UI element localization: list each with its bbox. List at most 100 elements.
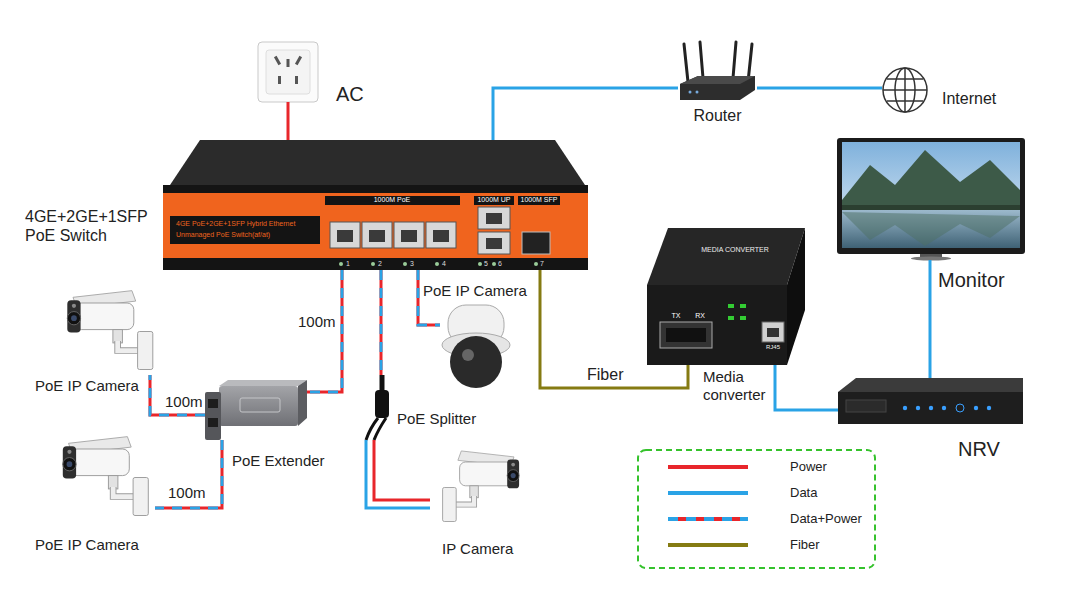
device-label: PoE IP Camera — [423, 282, 527, 300]
bullet-camera-body — [443, 451, 519, 522]
device-label: Internet — [942, 89, 996, 108]
power-socket — [266, 50, 310, 94]
poe-splitter-body — [366, 375, 389, 440]
poe-extender-body — [219, 386, 298, 426]
poe-splitter: PoE Splitter — [362, 375, 395, 440]
poe-splitter-body — [380, 375, 385, 392]
nvr-recorder-body — [916, 406, 920, 410]
connector — [493, 88, 678, 140]
legend-item — [668, 519, 748, 520]
router: Router — [678, 40, 757, 102]
poe-switch-body — [394, 222, 424, 248]
fiber-cable — [540, 270, 688, 388]
internet-globe — [883, 68, 927, 112]
bullet-camera-body — [63, 437, 149, 516]
poe-switch-body — [478, 232, 510, 254]
panel-marking: 2 — [378, 260, 382, 268]
power-socket — [295, 76, 298, 84]
connector — [288, 102, 289, 140]
nvr-recorder-body — [956, 404, 964, 412]
device-label: Router — [668, 106, 767, 125]
internet-globe: Internet — [882, 68, 928, 112]
legend-samples — [668, 467, 748, 545]
data-cable — [757, 87, 882, 90]
poe-extender-body — [240, 398, 280, 412]
ip-camera: PoE IP Camera — [62, 280, 160, 375]
poe-cable-data — [155, 440, 222, 508]
connector — [150, 375, 205, 415]
panel-marking: 1000M UP — [477, 196, 510, 204]
poe-cable — [155, 440, 222, 508]
internet-globe — [883, 68, 927, 112]
poe-cable-data — [150, 375, 205, 415]
connector — [540, 270, 688, 388]
legend-swatch — [668, 465, 748, 469]
poe-switch-body — [435, 262, 439, 266]
device-label: Media converter — [703, 368, 783, 404]
panel-marking: MEDIA CONVERTER — [701, 246, 769, 254]
poe-switch-body — [369, 230, 385, 242]
legend-item — [668, 467, 748, 468]
router-icon — [689, 91, 692, 94]
poe-splitter-body — [375, 390, 389, 418]
dome-camera: PoE IP Camera — [440, 303, 512, 390]
power-socket — [287, 59, 290, 67]
nvr-recorder-body — [903, 406, 907, 410]
panel-marking: 4 — [442, 260, 446, 268]
poe-switch-body — [492, 262, 496, 266]
poe-extender-body — [208, 399, 218, 408]
media-converter-body — [728, 304, 734, 308]
poe-switch-body — [518, 196, 560, 205]
poe-switch-body — [339, 262, 343, 266]
nvr-recorder-body — [929, 406, 933, 410]
poe-extender-body — [205, 380, 307, 440]
data-cable — [493, 88, 678, 140]
power-cable — [374, 440, 430, 500]
dome-camera-body — [450, 336, 502, 388]
nvr-recorder: NRV — [838, 378, 1023, 424]
monitor-screen — [911, 257, 951, 261]
device-label: PoE IP Camera — [35, 536, 139, 554]
poe-switch-body — [486, 238, 502, 249]
ip-camera: IP Camera — [430, 445, 530, 530]
power-socket — [258, 42, 318, 102]
monitor-screen — [842, 210, 1020, 248]
poe-extender: PoE Extender — [205, 380, 307, 440]
internet-globe — [887, 79, 923, 101]
media-converter-body — [728, 316, 734, 320]
power-cable — [287, 102, 290, 140]
device-label: PoE IP Camera — [35, 377, 139, 395]
nvr-recorder-body — [838, 392, 1023, 424]
panel-marking: Unmanaged PoE Switch(af/at) — [176, 231, 270, 239]
poe-switch-body — [486, 213, 502, 224]
device-label: PoE Splitter — [397, 410, 476, 428]
media-converter-body — [647, 228, 805, 365]
panel-marking: TX — [672, 312, 681, 320]
router-icon — [680, 76, 755, 100]
media-converter-body — [647, 285, 787, 365]
poe-extender-body — [219, 380, 307, 386]
cable-label: 100m — [163, 393, 205, 411]
poe-cable — [307, 270, 342, 392]
poe-switch-body — [534, 262, 538, 266]
router-icon — [733, 42, 736, 78]
power-socket: AC — [258, 42, 318, 102]
panel-marking: 3 — [410, 260, 414, 268]
media-converter-body — [660, 322, 712, 348]
nvr-recorder-body — [838, 378, 1023, 424]
poe-switch-body — [325, 196, 460, 205]
cable-label: 100m — [296, 313, 338, 331]
poe-cable-data — [307, 270, 342, 392]
dome-camera-body — [442, 305, 510, 388]
legend-text: Fiber — [790, 537, 820, 553]
poe-switch-body — [433, 230, 449, 242]
nvr-recorder-body — [974, 406, 978, 410]
dome-camera-body — [462, 349, 474, 361]
router-icon — [684, 44, 688, 82]
poe-switch-body — [163, 193, 588, 258]
cable-label: 100m — [166, 484, 208, 502]
legend-text: Data — [790, 485, 817, 501]
router-icon — [696, 91, 699, 94]
bullet-camera-body — [67, 291, 153, 370]
media-converter-body — [762, 322, 784, 342]
